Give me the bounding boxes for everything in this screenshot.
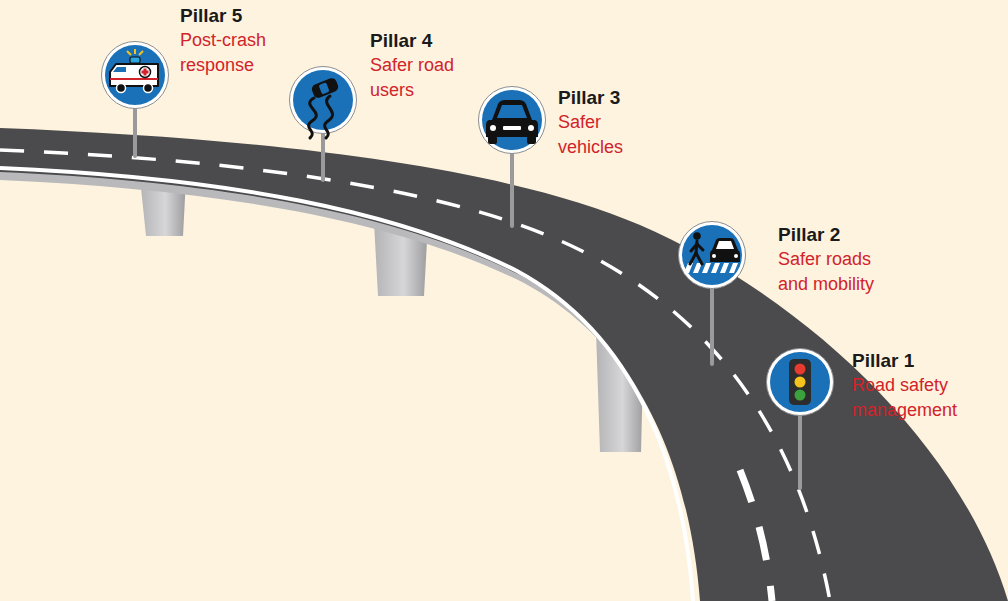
red-light	[795, 364, 806, 375]
ambulance-body	[110, 64, 158, 86]
pillar-sign: Pillar 5Post-crash response	[101, 41, 169, 109]
pillar-number: Pillar 5	[180, 3, 290, 28]
pillar-title: Safer vehicles	[558, 110, 640, 160]
pedestrian-arm	[697, 244, 703, 250]
pedestrian-leg	[696, 253, 702, 264]
sign-disc	[678, 221, 746, 289]
pillar-sign: Pillar 3Safer vehicles	[478, 86, 546, 154]
skid-track	[325, 96, 333, 138]
pillar-number: Pillar 2	[778, 222, 894, 247]
traffic-light-icon	[789, 359, 811, 405]
skidding-car-body	[310, 77, 339, 100]
car-silhouette	[486, 100, 538, 137]
skidding-car-icon	[309, 77, 340, 138]
pedestrian-crossing-icon	[684, 232, 740, 273]
sign-rim	[767, 349, 834, 416]
traffic-light-body	[789, 359, 811, 405]
pillar-label: Pillar 4Safer road users	[370, 28, 478, 103]
car-headlight	[734, 254, 738, 258]
pedestrian-body	[696, 241, 697, 253]
ambulance-wheel	[117, 84, 126, 93]
lane-dashes	[740, 470, 772, 601]
crosswalk-stripe	[729, 263, 738, 273]
pillar-label: Pillar 5Post-crash response	[180, 3, 290, 78]
pillar-title: Safer roads and mobility	[778, 247, 894, 297]
sign-rim	[102, 42, 169, 109]
crosswalk-stripe	[720, 263, 729, 273]
crosswalk-stripe	[702, 263, 711, 273]
siren-ray	[139, 51, 143, 55]
crosswalk-stripe	[684, 263, 693, 273]
sign-rim	[679, 222, 746, 289]
green-light	[795, 390, 806, 401]
ambulance-icon	[110, 49, 158, 93]
crosswalk-stripe	[711, 263, 720, 273]
car-wheel	[488, 136, 497, 144]
car-windshield	[716, 241, 734, 249]
pedestrian-figure	[690, 241, 703, 264]
pillar-number: Pillar 1	[852, 348, 974, 373]
pillar-label: Pillar 3Safer vehicles	[558, 85, 640, 160]
ambulance-wheel	[144, 84, 153, 93]
car-windshield	[497, 105, 527, 118]
car-headlight	[712, 254, 716, 258]
ambulance-window	[113, 67, 126, 72]
pillar-label: Pillar 2Safer roads and mobility	[778, 222, 894, 297]
car-grille	[503, 126, 521, 130]
siren-ray	[127, 51, 131, 55]
car-icon	[486, 100, 538, 144]
lane-dashes	[0, 150, 830, 601]
road-edge-line	[0, 168, 693, 601]
sign-poles	[135, 75, 800, 488]
skidding-car	[310, 77, 339, 100]
siren-ray	[134, 49, 136, 54]
pillar-sign: Pillar 1Road safety management	[766, 348, 834, 416]
pillar-title: Road safety management	[852, 373, 974, 423]
ambulance-stripe	[110, 78, 158, 80]
amber-light	[795, 377, 806, 388]
crosswalk-stripes	[684, 263, 738, 273]
pedestrian-leg	[690, 253, 696, 264]
sign-face	[482, 90, 542, 150]
pillar-title: Post-crash response	[180, 28, 290, 78]
skid-track	[309, 98, 317, 138]
sign-rim	[290, 67, 357, 134]
siren-light	[130, 57, 140, 63]
pillar-sign: Pillar 4Safer road users	[289, 66, 357, 134]
medical-cross-badge	[140, 67, 151, 78]
medical-cross	[142, 69, 149, 76]
pillar-label: Pillar 1Road safety management	[852, 348, 974, 423]
sign-disc	[289, 66, 357, 134]
pillar-sign: Pillar 2Safer roads and mobility	[678, 221, 746, 289]
sign-disc	[766, 348, 834, 416]
sign-face	[682, 225, 742, 285]
car-headlight	[528, 125, 534, 131]
car-wheel	[527, 136, 536, 144]
sign-face	[770, 352, 830, 412]
skid-tracks	[309, 96, 333, 138]
pedestrian-arm	[691, 244, 697, 251]
pillar-number: Pillar 3	[558, 85, 640, 110]
sign-rim	[479, 87, 546, 154]
road-surface	[0, 128, 1008, 601]
pillar-title: Safer road users	[370, 53, 478, 103]
skidding-car-window	[318, 82, 329, 94]
sign-face	[105, 45, 165, 105]
crosswalk-stripe	[693, 263, 702, 273]
pedestrian-head	[693, 232, 701, 240]
sign-disc	[478, 86, 546, 154]
pillar-number: Pillar 4	[370, 28, 478, 53]
sign-disc	[101, 41, 169, 109]
sign-face	[293, 70, 353, 130]
car-headlight	[490, 125, 496, 131]
car-silhouette	[710, 238, 740, 262]
